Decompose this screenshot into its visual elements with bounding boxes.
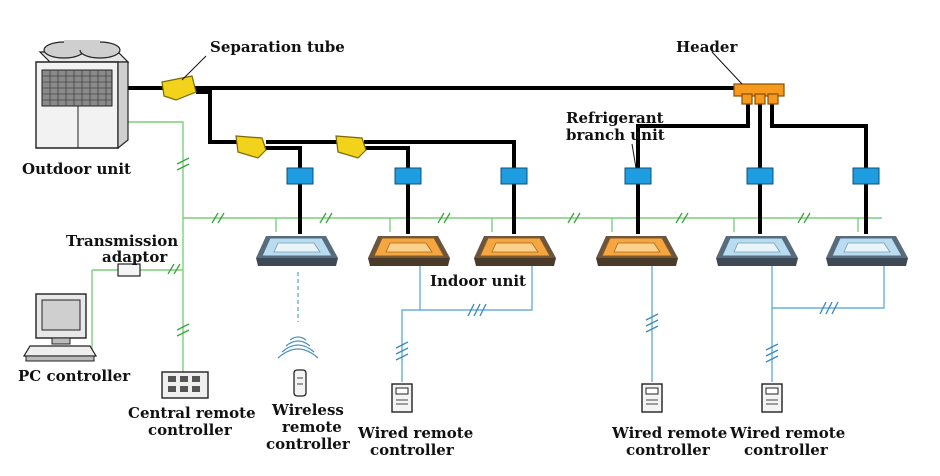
wired-remote-2-label-1: Wired remote: [611, 424, 727, 442]
separation-tube-icon: [335, 135, 367, 159]
wireless-signal-icon: [277, 336, 319, 359]
indoor-unit-label: Indoor unit: [430, 272, 526, 290]
refrigerant-branch-label-2: branch unit: [566, 126, 665, 144]
branch-unit-icon: [394, 167, 422, 185]
central-remote-label-2: controller: [148, 421, 233, 439]
branch-unit-icon: [286, 167, 314, 185]
transmission-adaptor-label-1: Transmission: [66, 232, 178, 250]
header-label: Header: [676, 38, 738, 56]
transmission-adaptor-icon: [117, 263, 141, 277]
wired-remote-1-label-1: Wired remote: [357, 424, 473, 442]
separation-tube-icon: [235, 135, 267, 159]
wired-remote-icon: [391, 383, 413, 413]
indoor-unit-icon: [255, 235, 339, 267]
wireless-remote-label-2: remote: [282, 418, 342, 436]
indoor-unit-icon: [595, 235, 679, 267]
wired-remote-icon: [761, 383, 783, 413]
indoor-unit-icon: [473, 235, 557, 267]
leader-lines: [181, 51, 743, 169]
pc-controller-label: PC controller: [18, 367, 131, 385]
remote-lines: [297, 262, 885, 382]
wired-remote-3-label-2: controller: [744, 441, 829, 459]
separation-tube-icon: [161, 75, 197, 101]
indoor-unit-icon: [367, 235, 451, 267]
header-icon: [733, 83, 785, 105]
branch-unit-icon: [624, 167, 652, 185]
transmission-adaptor-label-2: adaptor: [102, 248, 168, 266]
branch-unit-icon: [852, 167, 880, 185]
indoor-unit-icon: [715, 235, 799, 267]
refrigerant-branch-label-1: Refrigerant: [566, 109, 664, 127]
separation-tube-label: Separation tube: [210, 38, 345, 56]
central-remote-controller-icon: [161, 371, 209, 399]
refrigerant-pipes: [128, 86, 868, 234]
wireless-remote-icon: [293, 369, 307, 397]
pc-controller-icon: [22, 293, 98, 362]
wired-remote-icon: [641, 383, 663, 413]
remote-break-marks: [395, 301, 839, 363]
wired-remote-3-label-1: Wired remote: [729, 424, 845, 442]
wireless-remote-label-1: Wireless: [271, 401, 344, 419]
wired-remote-2-label-2: controller: [626, 441, 711, 459]
branch-unit-icon: [746, 167, 774, 185]
wired-remote-1-label-2: controller: [370, 441, 455, 459]
branch-unit-icon: [500, 167, 528, 185]
central-remote-label-1: Central remote: [128, 404, 256, 422]
outdoor-unit-icon: [35, 40, 130, 150]
transmission-break-marks: [167, 157, 811, 337]
wireless-remote-label-3: controller: [266, 435, 351, 453]
outdoor-unit-label: Outdoor unit: [22, 160, 131, 178]
indoor-unit-icon: [825, 235, 909, 267]
